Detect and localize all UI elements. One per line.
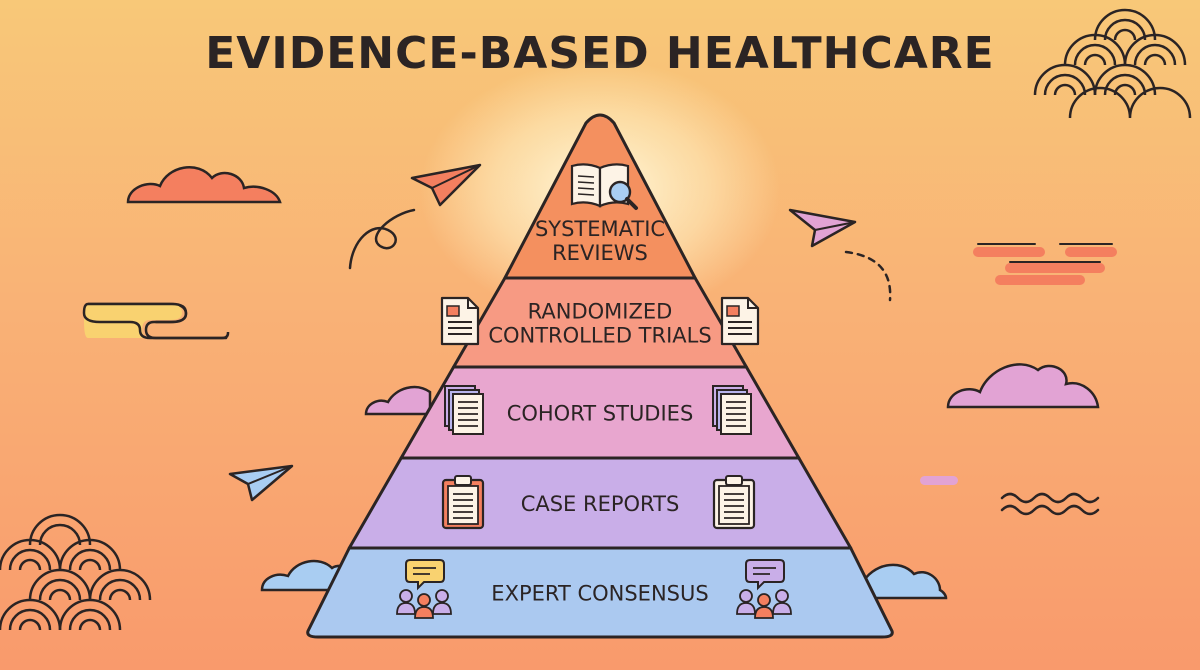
cloud-yellow-swirl: [82, 302, 230, 340]
squiggle-lines-right: [1000, 492, 1100, 516]
paper-plane-orange-icon: [348, 163, 482, 270]
tier-label-expert-consensus: EXPERT CONSENSUS: [491, 582, 708, 606]
people-speech-icon-right: [736, 559, 792, 619]
cloud-orange-left: [126, 166, 282, 204]
tier-label-randomized-controlled-trials: RANDOMIZED: [528, 300, 673, 324]
paper-plane-pink-icon: [788, 208, 892, 302]
cloud-orange-streak-right: [973, 243, 1117, 285]
paper-plane-blue-icon: [228, 464, 294, 502]
tier-label-systematic-reviews: REVIEWS: [552, 241, 648, 265]
wave-pattern-top-right: [1033, 8, 1192, 119]
people-speech-icon-left: [396, 559, 452, 619]
tier-label-case-reports: CASE REPORTS: [521, 492, 680, 516]
wave-pattern-bottom-left: [0, 513, 152, 631]
tier-label-systematic-reviews: SYSTEMATIC: [535, 217, 665, 241]
cloud-pink-right: [946, 363, 1100, 409]
stacked-documents-icon-right: [712, 385, 752, 435]
book-magnifier-icon: [570, 163, 638, 210]
document-icon-right: [720, 296, 760, 346]
pill-dash: [920, 476, 958, 485]
stacked-documents-icon-left: [444, 385, 484, 435]
document-icon-left: [440, 296, 480, 346]
tier-label-cohort-studies: COHORT STUDIES: [507, 402, 694, 426]
clipboard-icon-left: [441, 475, 485, 530]
clipboard-icon-right: [712, 475, 756, 530]
cloud-pink-left: [364, 385, 432, 416]
tier-label-randomized-controlled-trials: CONTROLLED TRIALS: [488, 324, 711, 348]
